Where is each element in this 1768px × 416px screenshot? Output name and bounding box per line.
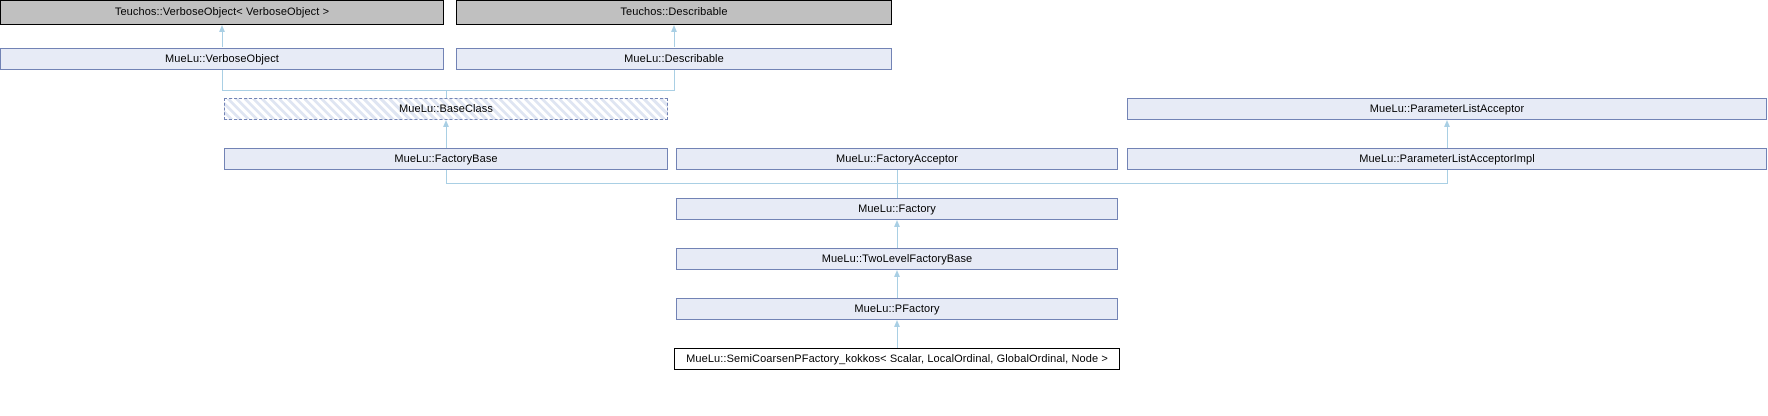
class-label: MueLu::ParameterListAcceptorImpl — [1359, 152, 1535, 165]
arrowhead-baseclass-factorybase — [442, 120, 449, 127]
class-label: MueLu::FactoryBase — [394, 152, 498, 165]
arrowhead-describable — [670, 25, 677, 32]
edge-factorybase-down — [446, 170, 447, 183]
class-node-muelu-semicoarsenpfactory-kokkos[interactable]: MueLu::SemiCoarsenPFactory_kokkos< Scala… — [674, 348, 1120, 370]
class-node-muelu-factorybase[interactable]: MueLu::FactoryBase — [224, 148, 668, 170]
arrowhead-verboseobject — [218, 25, 225, 32]
class-node-muelu-parameterlistacceptorimpl[interactable]: MueLu::ParameterListAcceptorImpl — [1127, 148, 1767, 170]
arrowhead-twolevel-pfactory — [893, 270, 900, 277]
class-label: MueLu::TwoLevelFactoryBase — [821, 252, 973, 265]
edge-verboseobject — [222, 31, 223, 47]
class-label: Teuchos::VerboseObject< VerboseObject > — [114, 6, 330, 18]
edge-bus-factory — [446, 183, 1448, 184]
class-label: MueLu::FactoryAcceptor — [835, 152, 959, 165]
class-node-muelu-parameterlistacceptor[interactable]: MueLu::ParameterListAcceptor — [1127, 98, 1767, 120]
arrowhead-pla-plaimpl — [1443, 120, 1450, 127]
class-node-muelu-twolevelfactorybase[interactable]: MueLu::TwoLevelFactoryBase — [676, 248, 1118, 270]
class-label: MueLu::VerboseObject — [165, 52, 279, 65]
edge-verboseobject-down — [222, 70, 223, 90]
edge-bus-to-factory — [897, 183, 898, 198]
class-label: MueLu::SemiCoarsenPFactory_kokkos< Scala… — [686, 352, 1108, 365]
edge-plaimpl-down — [1447, 170, 1448, 183]
edge-pla-plaimpl — [1447, 127, 1448, 148]
arrowhead-pfactory-semicoarsen — [893, 320, 900, 327]
class-node-muelu-baseclass[interactable]: MueLu::BaseClass — [224, 98, 668, 120]
class-node-muelu-factoryacceptor[interactable]: MueLu::FactoryAcceptor — [676, 148, 1118, 170]
class-label: MueLu::ParameterListAcceptor — [1369, 102, 1525, 115]
class-label: MueLu::PFactory — [854, 302, 940, 315]
class-node-muelu-factory[interactable]: MueLu::Factory — [676, 198, 1118, 220]
edge-pfactory-semicoarsen — [897, 327, 898, 348]
class-label: MueLu::Describable — [624, 52, 724, 65]
class-node-teuchos-verboseobject[interactable]: Teuchos::VerboseObject< VerboseObject > — [0, 0, 444, 25]
class-node-muelu-verboseobject[interactable]: MueLu::VerboseObject — [0, 48, 444, 70]
edge-baseclass-factorybase — [446, 127, 447, 148]
edge-bus-to-baseclass — [446, 90, 447, 98]
class-label: MueLu::Factory — [858, 202, 936, 215]
edge-describable-down — [674, 70, 675, 90]
arrowhead-factory-twolevel — [893, 220, 900, 227]
class-node-muelu-describable[interactable]: MueLu::Describable — [456, 48, 892, 70]
edge-twolevel-pfactory — [897, 277, 898, 298]
edge-describable — [674, 31, 675, 47]
class-label: MueLu::BaseClass — [399, 102, 493, 115]
edge-factoryacceptor-down — [897, 170, 898, 183]
class-node-muelu-pfactory[interactable]: MueLu::PFactory — [676, 298, 1118, 320]
edge-factory-twolevel — [897, 227, 898, 248]
edge-bus-baseclass — [222, 90, 675, 91]
class-node-teuchos-describable[interactable]: Teuchos::Describable — [456, 0, 892, 25]
class-label: Teuchos::Describable — [620, 6, 728, 18]
